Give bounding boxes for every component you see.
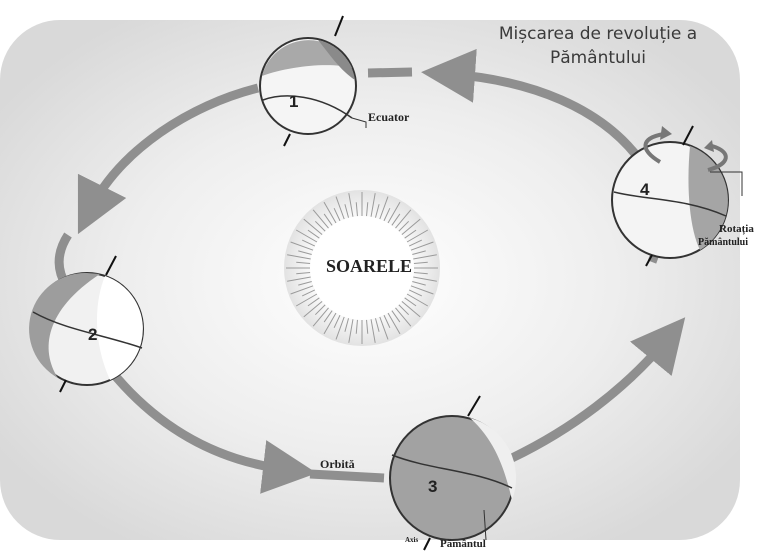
sun-ray bbox=[344, 204, 350, 218]
position-number-2: 2 bbox=[88, 325, 98, 344]
earth-position-3 bbox=[389, 395, 517, 551]
sun-ray bbox=[295, 293, 318, 307]
sun-ray bbox=[366, 202, 369, 217]
sun-ray bbox=[323, 201, 337, 224]
sun-ray bbox=[370, 193, 376, 217]
sun-ray bbox=[370, 319, 376, 343]
sun-ray bbox=[413, 272, 428, 275]
sun-ray bbox=[404, 229, 417, 239]
sun-ray bbox=[298, 250, 312, 256]
sun-ray bbox=[295, 229, 318, 243]
sun-ray bbox=[355, 319, 358, 334]
sun-ray bbox=[303, 218, 323, 235]
earth-position-2 bbox=[29, 255, 144, 393]
sun-ray bbox=[301, 289, 316, 297]
earth-position-4 bbox=[611, 125, 743, 267]
sun-ray bbox=[406, 293, 429, 307]
sun-ray bbox=[301, 239, 316, 247]
sun-ray bbox=[296, 272, 311, 275]
position-number-1: 1 bbox=[289, 92, 299, 111]
sun-ray bbox=[401, 301, 421, 318]
sun-ray bbox=[383, 207, 391, 222]
sun-label: SOAREL​E bbox=[326, 256, 413, 276]
sun-ray bbox=[383, 314, 391, 329]
sun-ray bbox=[410, 241, 434, 251]
title-line-2: Pământului bbox=[549, 48, 647, 68]
sun-ray bbox=[406, 229, 429, 243]
sun bbox=[284, 190, 440, 346]
axis-label: Axis bbox=[405, 536, 419, 544]
sun-ray bbox=[379, 316, 389, 340]
position-number-4: 4 bbox=[640, 180, 650, 199]
sun-ray bbox=[312, 307, 329, 327]
sun-ray bbox=[296, 261, 311, 264]
sun-ray bbox=[335, 316, 345, 340]
earth-position-1 bbox=[259, 15, 367, 147]
equator-label: Ecuator bbox=[368, 110, 410, 124]
rotation-arrow-icon bbox=[707, 144, 728, 172]
rotation-arrow-icon bbox=[643, 132, 665, 164]
sun-ray bbox=[395, 307, 412, 327]
sun-ray bbox=[333, 314, 341, 329]
sun-ray bbox=[408, 239, 423, 247]
sun-ray bbox=[348, 193, 354, 217]
sun-ray bbox=[323, 312, 337, 335]
sun-ray bbox=[374, 204, 380, 218]
sun-ray bbox=[408, 289, 423, 297]
sun-ray bbox=[290, 285, 314, 295]
sun-ray bbox=[404, 297, 417, 307]
sun-ray bbox=[298, 280, 312, 286]
sun-ray bbox=[314, 304, 326, 316]
sun-ray bbox=[413, 261, 428, 264]
rotation-label-line-2: Pământului bbox=[698, 237, 749, 248]
diagram-title: Mișcarea de revoluție a Pământului bbox=[448, 22, 748, 70]
sun-ray bbox=[387, 201, 401, 224]
sun-ray bbox=[412, 250, 426, 256]
sun-ray bbox=[344, 318, 350, 332]
sun-ray bbox=[410, 285, 434, 295]
sun-ray bbox=[314, 220, 326, 232]
sun-ray bbox=[323, 213, 333, 226]
sun-ray bbox=[287, 254, 311, 260]
orbit-label: Orbită bbox=[320, 457, 355, 471]
sun-ray bbox=[379, 196, 389, 220]
sun-ray bbox=[412, 280, 426, 286]
sun-ray bbox=[355, 202, 358, 217]
sun-ray bbox=[398, 220, 410, 232]
sun-ray bbox=[395, 209, 412, 229]
sun-ray bbox=[290, 241, 314, 251]
sun-ray bbox=[307, 297, 320, 307]
position-number-3: 3 bbox=[428, 477, 438, 496]
sun-ray bbox=[413, 276, 437, 282]
sun-ray bbox=[303, 301, 323, 318]
sun-ray bbox=[323, 310, 333, 323]
rotation-label-line-1: Rotația bbox=[719, 223, 754, 235]
sun-ray bbox=[366, 319, 369, 334]
sun-ray bbox=[348, 319, 354, 343]
sun-ray bbox=[287, 276, 311, 282]
sun-ray bbox=[398, 304, 410, 316]
sun-ray bbox=[387, 312, 401, 335]
earth-label: Pământul bbox=[440, 538, 486, 550]
sun-ray bbox=[413, 254, 437, 260]
sun-ray bbox=[307, 229, 320, 239]
sun-ray bbox=[401, 218, 421, 235]
sun-ray bbox=[391, 310, 401, 323]
sun-ray bbox=[312, 209, 329, 229]
sun-ray bbox=[374, 318, 380, 332]
sun-ray bbox=[335, 196, 345, 220]
sun-ray bbox=[391, 213, 401, 226]
title-line-1: Mișcarea de revoluție a bbox=[498, 24, 698, 44]
sun-ray bbox=[333, 207, 341, 222]
